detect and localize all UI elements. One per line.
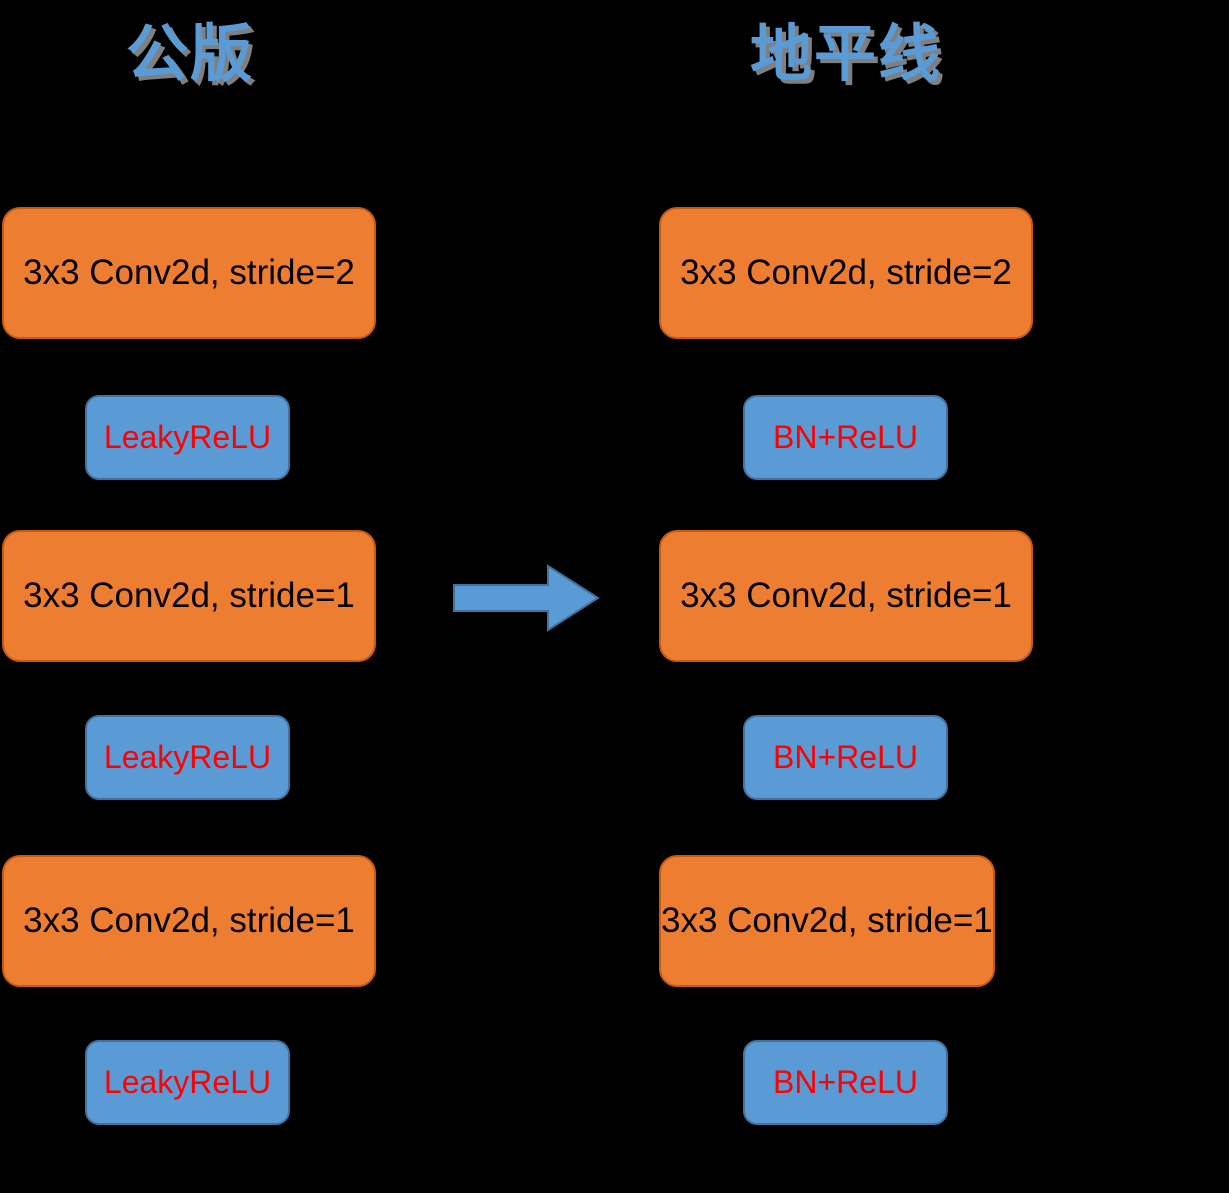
block-left-activation-2: LeakyReLU — [85, 715, 290, 800]
block-right-conv-2: 3x3 Conv2d, stride=1 — [659, 530, 1033, 662]
block-right-activation-2: BN+ReLU — [743, 715, 948, 800]
block-right-activation-3: BN+ReLU — [743, 1040, 948, 1125]
block-right-conv-1: 3x3 Conv2d, stride=2 — [659, 207, 1033, 339]
block-left-activation-3: LeakyReLU — [85, 1040, 290, 1125]
block-left-conv-1: 3x3 Conv2d, stride=2 — [2, 207, 376, 339]
column-title-right: 地平线 — [750, 20, 943, 89]
column-title-left: 公版 — [126, 20, 255, 89]
block-left-conv-2: 3x3 Conv2d, stride=1 — [2, 530, 376, 662]
block-right-activation-1: BN+ReLU — [743, 395, 948, 480]
block-right-conv-3: 3x3 Conv2d, stride=1 — [659, 855, 995, 987]
block-left-conv-3: 3x3 Conv2d, stride=1 — [2, 855, 376, 987]
block-left-activation-1: LeakyReLU — [85, 395, 290, 480]
right-arrow-icon — [453, 564, 600, 632]
